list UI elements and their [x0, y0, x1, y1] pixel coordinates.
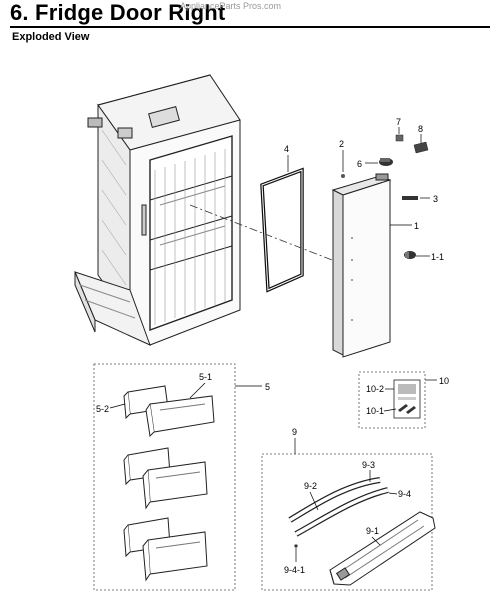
callout-8: 8	[418, 124, 423, 134]
hinge-drawing	[413, 141, 429, 154]
door-bins-drawing	[123, 385, 215, 582]
callout-9-4-1: 9-4-1	[284, 565, 305, 575]
callout-5-2: 5-2	[96, 404, 109, 414]
lower-hinge-drawing	[404, 251, 416, 259]
part-7-drawing	[395, 134, 404, 142]
callout-3: 3	[433, 194, 438, 204]
door-gasket-drawing	[260, 167, 304, 293]
tube-cover-drawing	[329, 511, 436, 586]
group-10-box	[358, 371, 426, 429]
water-tubes-drawing	[288, 477, 389, 548]
callout-9-3: 9-3	[362, 460, 375, 470]
callout-6: 6	[357, 159, 362, 169]
callout-9-4: 9-4	[398, 489, 411, 499]
callout-2: 2	[339, 139, 344, 149]
assembly-guide-line	[189, 204, 346, 266]
label-kit-drawing	[393, 379, 421, 419]
bracket-drawing	[402, 196, 418, 200]
callout-5-1: 5-1	[199, 372, 212, 382]
callout-4: 4	[284, 144, 289, 154]
page-title: 6. Fridge Door Right	[10, 0, 226, 25]
callout-10-2: 10-2	[366, 384, 384, 394]
hinge-cap-drawing	[379, 158, 393, 166]
fridge-cabinet-drawing	[74, 74, 241, 346]
fridge-door-drawing	[331, 173, 392, 358]
callout-9: 9	[292, 427, 297, 437]
section-subtitle: Exploded View	[12, 31, 90, 43]
callout-7: 7	[396, 117, 401, 127]
callout-1-1: 1-1	[431, 252, 444, 262]
callout-10-1: 10-1	[366, 406, 384, 416]
callout-5: 5	[265, 382, 270, 392]
watermark: ApplianceParts Pros.com	[180, 1, 282, 11]
group-5-box	[93, 363, 236, 591]
callout-10: 10	[439, 376, 449, 386]
title-underline	[10, 26, 490, 28]
callout-9-1: 9-1	[366, 526, 379, 536]
callout-9-2: 9-2	[304, 481, 317, 491]
screw-drawing	[341, 174, 345, 178]
callout-1: 1	[414, 221, 419, 231]
